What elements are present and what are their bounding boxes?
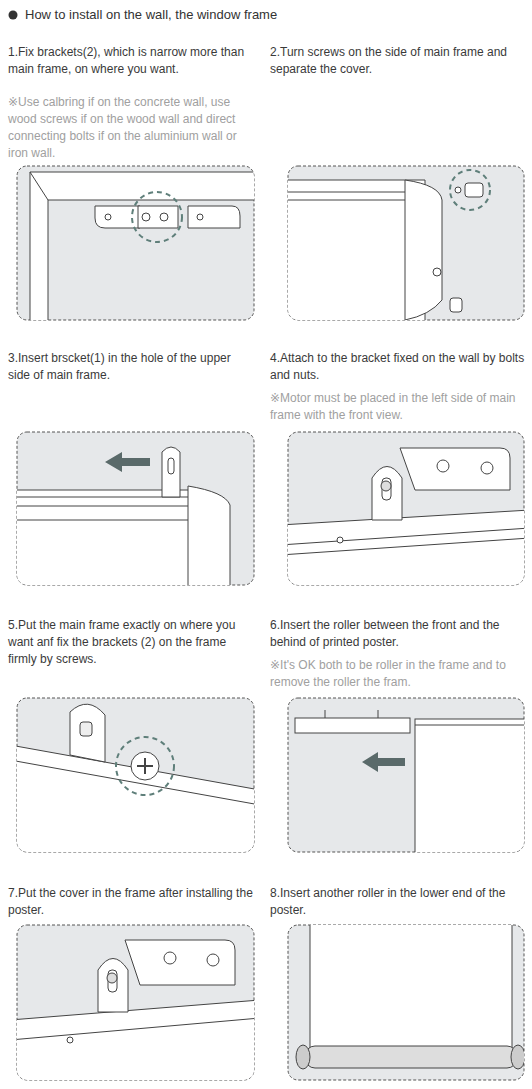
cover-bracket — [17, 940, 254, 1080]
cover-bracket-part — [67, 1037, 73, 1043]
step-text: 3.Insert brscket(1) in the hole of the u… — [8, 350, 256, 384]
bracket-bolt-part — [288, 538, 524, 555]
frame-insert-bracket-part — [168, 458, 174, 474]
wall-frame-bracket-part — [138, 206, 178, 228]
frame-cover-screws-part — [450, 298, 462, 312]
frame-screw — [17, 704, 254, 852]
frame-insert-bracket-part — [17, 490, 200, 585]
step-text: 5.Put the main frame exactly on where yo… — [8, 617, 256, 668]
cover-bracket-part — [17, 1018, 254, 1040]
bracket-bolt — [288, 448, 524, 585]
bracket-bolt-part — [481, 462, 493, 474]
frame-cover-screws-part — [433, 268, 441, 276]
lower-roller-part — [296, 1045, 310, 1069]
frame-cover-screws-part — [465, 183, 483, 197]
note-text: ※Use calbring if on the concrete wall, u… — [8, 94, 256, 162]
step-text: 8.Insert another roller in the lower end… — [270, 885, 526, 919]
frame-cover-screws-part — [455, 187, 461, 193]
cover-bracket-part — [17, 1000, 254, 1080]
step-text: 6.Insert the roller between the front an… — [270, 617, 526, 651]
bracket-bolt-part — [400, 448, 510, 490]
roller-poster-part — [415, 719, 524, 852]
bracket-bolt-part — [337, 537, 343, 543]
roller-poster-part — [415, 725, 524, 726]
step-text: 1.Fix brackets(2), which is narrow more … — [8, 44, 256, 78]
bracket-bolt-part — [437, 460, 449, 472]
frame-screw-part — [144, 758, 146, 774]
step-text: 7.Put the cover in the frame after insta… — [8, 885, 256, 919]
frame-screw-part — [17, 745, 254, 852]
bracket-bolt-part — [381, 481, 391, 491]
frame-insert-bracket-part — [188, 486, 230, 585]
bracket-bolt-part — [288, 528, 524, 545]
lower-roller-part — [511, 1045, 524, 1069]
frame-cover-screws-part — [288, 200, 415, 201]
frame-insert-bracket-part — [17, 520, 200, 521]
cover-bracket-part — [107, 973, 117, 983]
frame-cover-screws — [288, 170, 490, 320]
cover-bracket-part — [108, 970, 117, 992]
page-title: How to install on the wall, the window f… — [25, 7, 277, 23]
step-text: 2.Turn screws on the side of main frame … — [270, 44, 526, 78]
roller-poster-part — [362, 752, 405, 772]
step-text: 4.Attach to the bracket fixed on the wal… — [270, 350, 526, 384]
frame-insert-bracket-part — [105, 452, 150, 472]
cover-bracket-part — [164, 952, 176, 964]
wall-frame-bracket-part — [30, 172, 48, 200]
wall-frame-bracket-part — [142, 213, 150, 221]
wall-frame-bracket-part — [30, 172, 254, 320]
lower-roller — [296, 925, 524, 1069]
frame-cover-screws-part — [450, 170, 490, 210]
cover-bracket-part — [98, 959, 128, 1013]
wall-frame-bracket-part — [142, 213, 150, 221]
frame-insert-bracket-part — [162, 447, 180, 497]
wall-frame-bracket-part — [160, 213, 168, 221]
cover-bracket-part — [125, 940, 235, 985]
frame-cover-screws-part — [288, 192, 425, 193]
bullet-dot — [9, 11, 18, 20]
roller-poster — [295, 710, 524, 852]
bracket-bolt-part — [382, 478, 391, 500]
frame-cover-screws-part — [288, 180, 425, 320]
wall-frame-bracket — [30, 172, 254, 320]
frame-screw-part — [116, 737, 174, 795]
frame-insert-bracket — [17, 447, 230, 585]
note-text: ※Motor must be placed in the left side o… — [270, 390, 526, 424]
note-text: ※It's OK both to be roller in the frame … — [270, 657, 526, 691]
lower-roller-part — [305, 1046, 517, 1068]
roller-poster-part — [378, 710, 379, 718]
frame-insert-bracket-part — [17, 506, 200, 507]
wall-frame-bracket-part — [132, 192, 182, 242]
frame-cover-screws-part — [405, 180, 442, 320]
wall-frame-bracket-part — [197, 214, 203, 220]
roller-poster-part — [295, 718, 410, 733]
wall-frame-bracket-part — [105, 214, 111, 220]
lower-roller-part — [310, 925, 512, 1055]
bracket-bolt-part — [288, 510, 524, 585]
roller-poster-part — [325, 710, 326, 718]
frame-screw-part — [70, 704, 105, 762]
cover-bracket-part — [207, 954, 219, 966]
bracket-bolt-part — [372, 467, 402, 521]
frame-screw-part — [80, 722, 92, 736]
wall-frame-bracket-part — [160, 213, 168, 221]
frame-screw-part — [131, 752, 159, 780]
wall-frame-bracket-part — [188, 206, 240, 228]
